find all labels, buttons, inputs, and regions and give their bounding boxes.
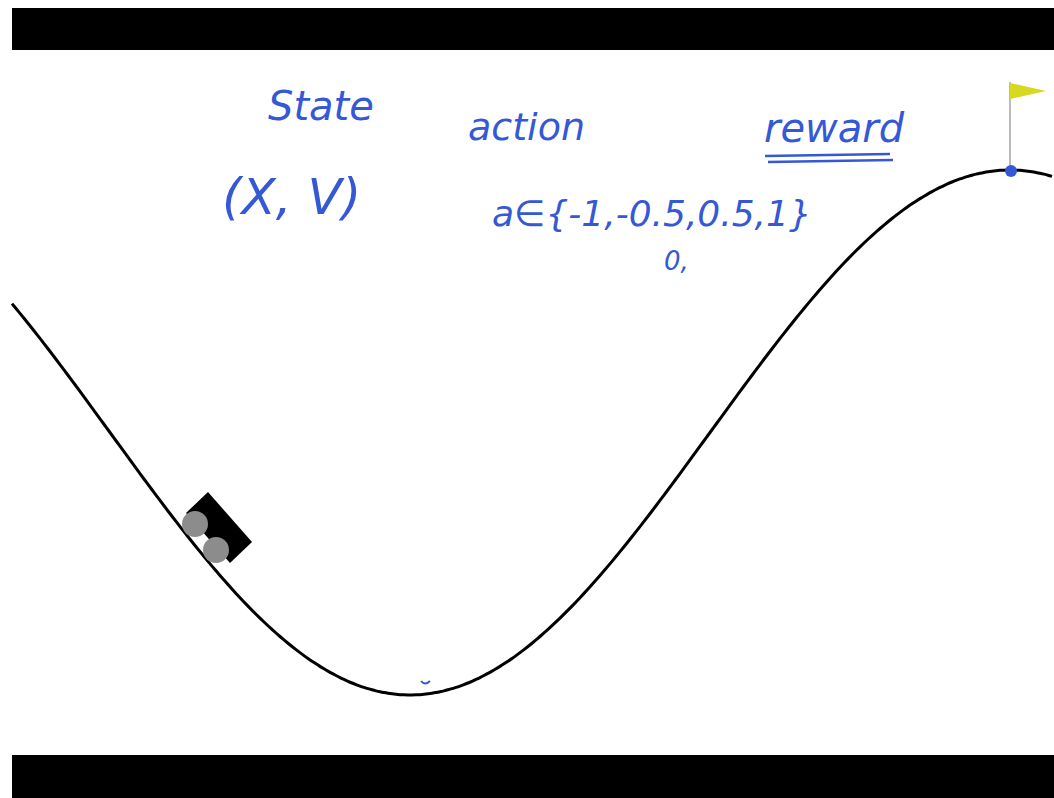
top-bar <box>12 8 1054 50</box>
handwritten-note: State <box>268 86 374 126</box>
underline <box>768 160 893 162</box>
handwritten-note: reward <box>764 108 904 148</box>
handwritten-note: action <box>468 108 585 146</box>
car-wheel <box>182 511 208 537</box>
handwritten-note: (X, V) <box>222 172 361 222</box>
goal-flag <box>1010 83 1046 99</box>
bottom-bar <box>12 755 1054 798</box>
pen-mark <box>421 681 430 684</box>
hill-curve <box>12 170 1052 695</box>
handwritten-note: 0, <box>664 248 689 274</box>
handwritten-note: a∈{-1,-0.5,0.5,1} <box>492 196 812 232</box>
goal-dot <box>1005 165 1017 177</box>
car-wheel <box>203 537 229 563</box>
underline <box>765 154 890 156</box>
